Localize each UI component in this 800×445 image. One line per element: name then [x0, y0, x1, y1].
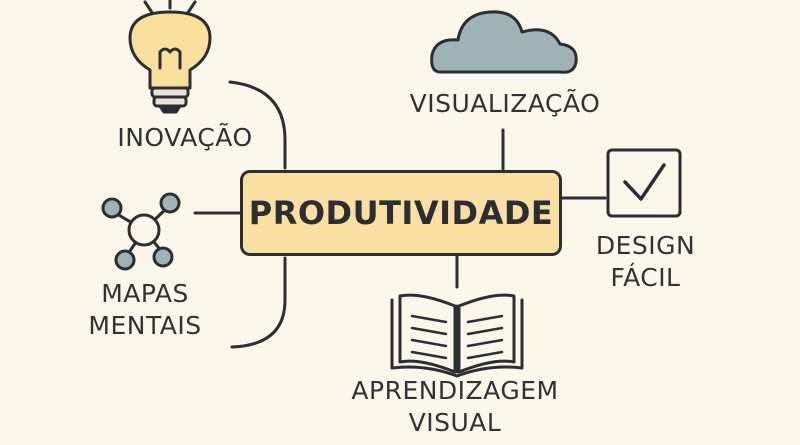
label-mentais: MENTAIS: [88, 311, 202, 340]
network-nodes-icon: [101, 192, 181, 271]
connector-inovacao: [228, 80, 287, 170]
label-facil: FÁCIL: [610, 263, 681, 292]
cloud-icon: [430, 10, 578, 74]
checkbox-check-icon: [606, 148, 682, 218]
connectors: [193, 80, 607, 349]
label-design-facil: DESIGN FÁCIL: [578, 230, 713, 294]
open-book-icon: [390, 293, 524, 378]
central-topic-label: PRODUTIVIDADE: [248, 194, 554, 232]
connector-mapas-mentais-arc: [230, 256, 287, 349]
lightbulb-icon: [128, 0, 212, 114]
label-mapas-mentais: MAPAS MENTAIS: [70, 278, 220, 342]
label-inovacao: INOVAÇÃO: [117, 123, 253, 152]
label-mapas: MAPAS: [101, 279, 189, 308]
label-design: DESIGN: [595, 231, 696, 260]
label-aprendizagem-visual: APRENDIZAGEM VISUAL: [320, 375, 590, 439]
label-visual: VISUAL: [408, 408, 502, 437]
central-topic-box: PRODUTIVIDADE: [240, 170, 562, 256]
label-visualizacao: VISUALIZAÇÃO: [409, 89, 601, 118]
label-aprendizagem: APRENDIZAGEM: [351, 376, 559, 405]
